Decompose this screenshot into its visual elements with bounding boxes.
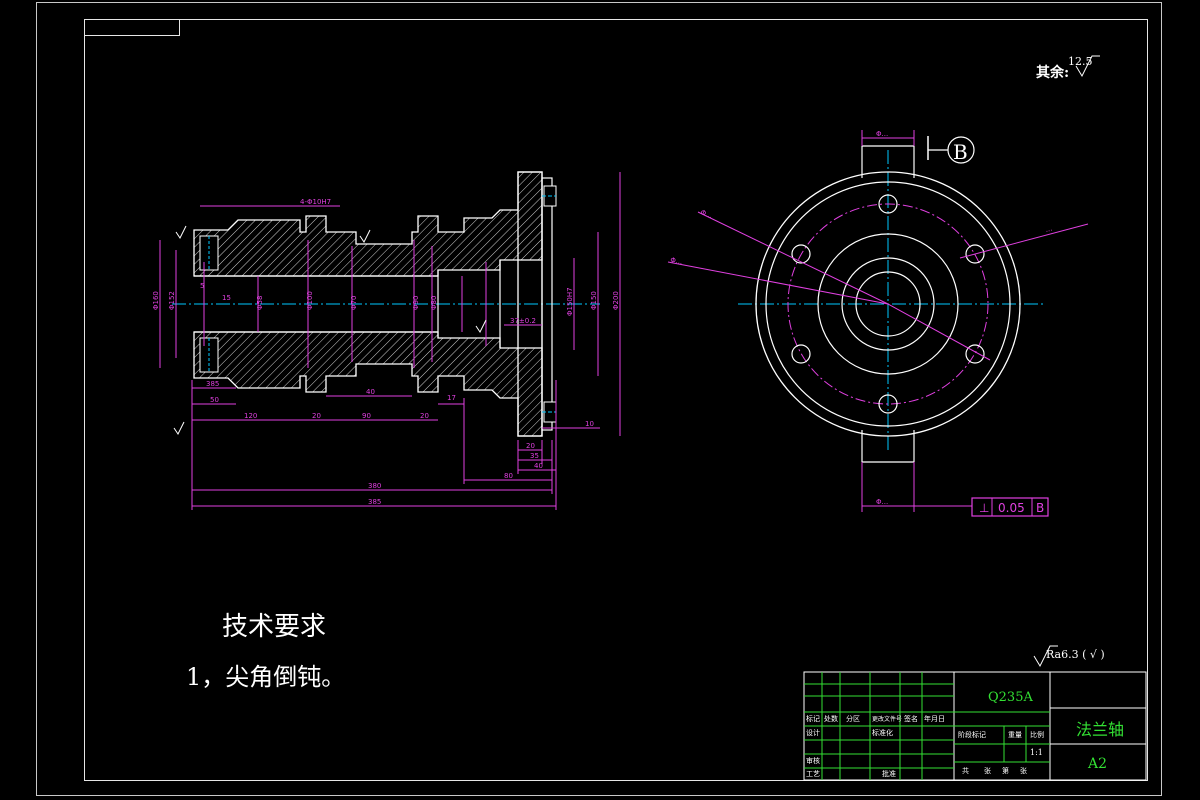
dim-text: 20 (420, 412, 429, 420)
dim-text: 380 (368, 482, 381, 490)
dim-text: 5 (200, 282, 204, 290)
section-label: B (953, 140, 968, 164)
tb-label: 阶段标记 (958, 731, 986, 739)
tb-label: 比例 (1030, 731, 1044, 739)
tech-requirements-title: 技术要求 (222, 612, 327, 642)
roughness-note: Ra6.3 ( √ ) (1046, 648, 1105, 661)
dim-text: Φ58 (256, 296, 264, 310)
dim-text: 37±0.2 (510, 317, 536, 325)
dim-text: 40 (534, 462, 543, 470)
end-view: Φ... Φ... Φ... Φ... ... B ⊥ 0.05 B (667, 130, 1089, 517)
tb-label: 处数 (824, 715, 838, 723)
roughness-value: 12.5 (1068, 55, 1093, 68)
tolerance-value: 0.05 (998, 501, 1025, 515)
title-block (803, 671, 1147, 781)
drawing-border-inner (84, 19, 1148, 781)
tech-requirement-item: 1，尖角倒钝。 (186, 663, 346, 691)
dim-text: Φ200 (612, 291, 620, 310)
material-label: Q235A (988, 690, 1033, 705)
tb-label: 批准 (882, 770, 896, 778)
dim-text: Φ90 (412, 296, 420, 310)
tb-label: 工艺 (806, 770, 820, 778)
tb-label: 设计 (806, 729, 820, 737)
drawing-border-outer (36, 2, 1162, 796)
tb-label: 签名 (904, 715, 918, 723)
tb-label: 年月日 (924, 715, 945, 723)
dim-text: 17 (447, 394, 456, 402)
tolerance-symbol: ⊥ (979, 501, 989, 515)
tb-label: 共 (962, 767, 969, 775)
dim-text: 20 (526, 442, 535, 450)
dim-text: Φ150H7 (566, 287, 574, 316)
roughness-symbol (1075, 55, 1100, 78)
corner-code-box (84, 19, 180, 36)
tb-label: 标记 (806, 715, 820, 723)
part-name: 法兰轴 (1076, 720, 1125, 739)
main-section-view: 385 50 120 20 90 20 40 17 80 380 385 20 … (152, 171, 621, 510)
dim-text: 385 (368, 498, 381, 506)
dim-text: Φ80 (430, 296, 438, 310)
tb-label: 标准化 (872, 729, 893, 737)
dim-text: Φ100 (306, 291, 314, 310)
dim-text: 120 (244, 412, 257, 420)
scale-value: 1:1 (1030, 748, 1043, 757)
svg-text:...: ... (1045, 225, 1053, 234)
tb-label: 张 (1020, 767, 1027, 775)
dim-text: Φ70 (350, 296, 358, 310)
dim-text: 40 (366, 388, 375, 396)
dim-text: 90 (362, 412, 371, 420)
sheet-size: A2 (1088, 756, 1108, 772)
svg-text:Φ...: Φ... (670, 256, 683, 266)
tb-label: 更改文件号 (872, 716, 903, 723)
tb-label: 重量 (1008, 731, 1022, 739)
dim-text: Φ150 (590, 291, 598, 310)
svg-text:Φ...: Φ... (876, 498, 888, 506)
dim-text: Φ160 (152, 291, 160, 310)
dim-text: 35 (530, 452, 539, 460)
dim-text: 20 (312, 412, 321, 420)
roughness-symbol (1033, 645, 1058, 668)
dim-text: 4-Φ10H7 (300, 198, 331, 206)
tb-label: 审核 (806, 757, 820, 765)
tolerance-datum: B (1036, 501, 1044, 515)
tb-label: 第 (1002, 767, 1009, 775)
dim-text: Φ152 (168, 291, 176, 310)
svg-text:Φ...: Φ... (876, 130, 888, 138)
dim-text: 15 (222, 294, 231, 302)
dim-text: 50 (210, 396, 219, 404)
tb-label: 分区 (846, 715, 860, 723)
svg-text:Φ...: Φ... (699, 208, 713, 220)
other-roughness-label: 其余: (1036, 65, 1070, 81)
dim-text: 385 (206, 380, 219, 388)
tb-label: 张 (984, 767, 991, 775)
dim-text: 10 (585, 420, 594, 428)
dim-text: 80 (504, 472, 513, 480)
